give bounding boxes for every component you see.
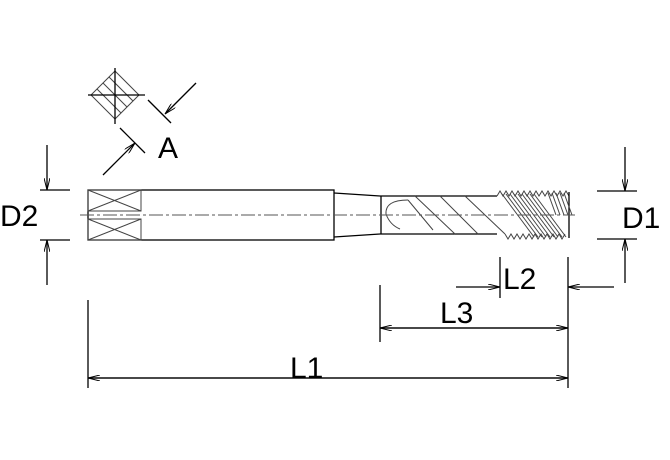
dimension-l2: L2: [456, 257, 614, 345]
thread-flute-line: [555, 192, 565, 216]
thread-flute-line: [563, 192, 573, 216]
dimension-d2: D2: [0, 145, 70, 285]
thread-flute-line: [547, 192, 557, 216]
label-d1: D1: [622, 202, 660, 235]
square-section-view: A: [88, 68, 197, 176]
label-d2: D2: [0, 200, 38, 233]
label-a: A: [158, 132, 178, 165]
thread-flute-line: [559, 192, 569, 216]
tap-neck: [333, 192, 381, 238]
label-l3: L3: [440, 297, 473, 330]
label-l2: L2: [503, 263, 536, 296]
thread-flute-line: [521, 193, 555, 238]
dimension-d1: D1: [597, 147, 660, 283]
thread-flute-line: [551, 192, 561, 216]
dimension-l1: L1: [87, 300, 569, 388]
label-l1: L1: [290, 352, 323, 385]
dimension-l3: L3: [379, 285, 568, 342]
